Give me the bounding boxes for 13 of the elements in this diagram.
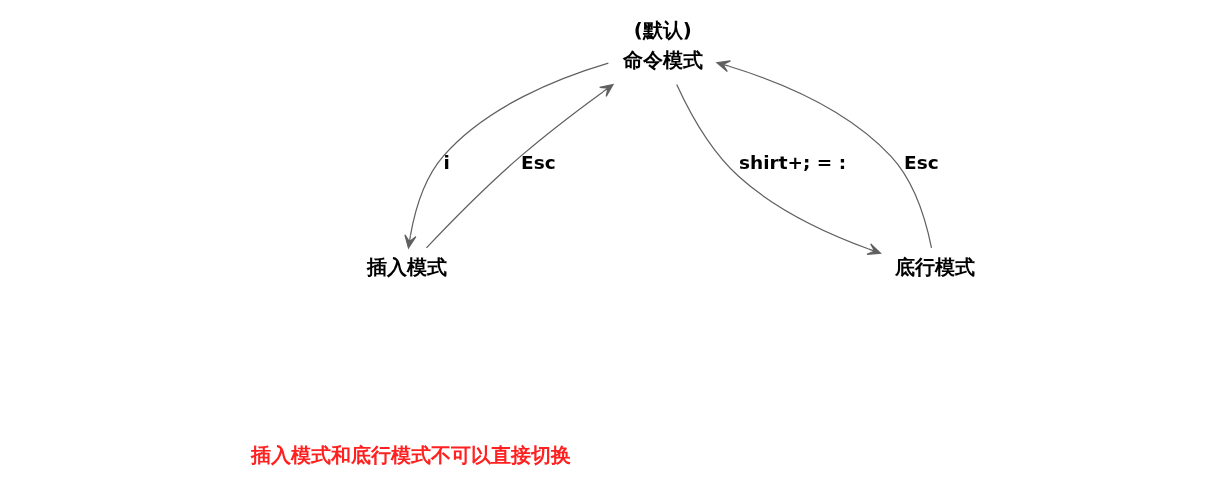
node-label: (默认): [633, 19, 692, 43]
arrow: [425, 84, 614, 249]
arrow: [676, 83, 882, 255]
edge-label: Esc: [521, 152, 556, 174]
edge-label: Esc: [904, 152, 939, 174]
arrow: [404, 62, 609, 249]
node-text: 底行模式: [895, 255, 976, 279]
node-text: 插入模式: [367, 255, 448, 279]
node-text: 命令模式: [623, 48, 704, 72]
edge-label: shirt+; = :: [739, 152, 847, 174]
arrow: [716, 60, 933, 249]
edge-label: i: [443, 152, 450, 174]
label: 插入模式和底行模式不可以直接切换: [250, 444, 571, 468]
